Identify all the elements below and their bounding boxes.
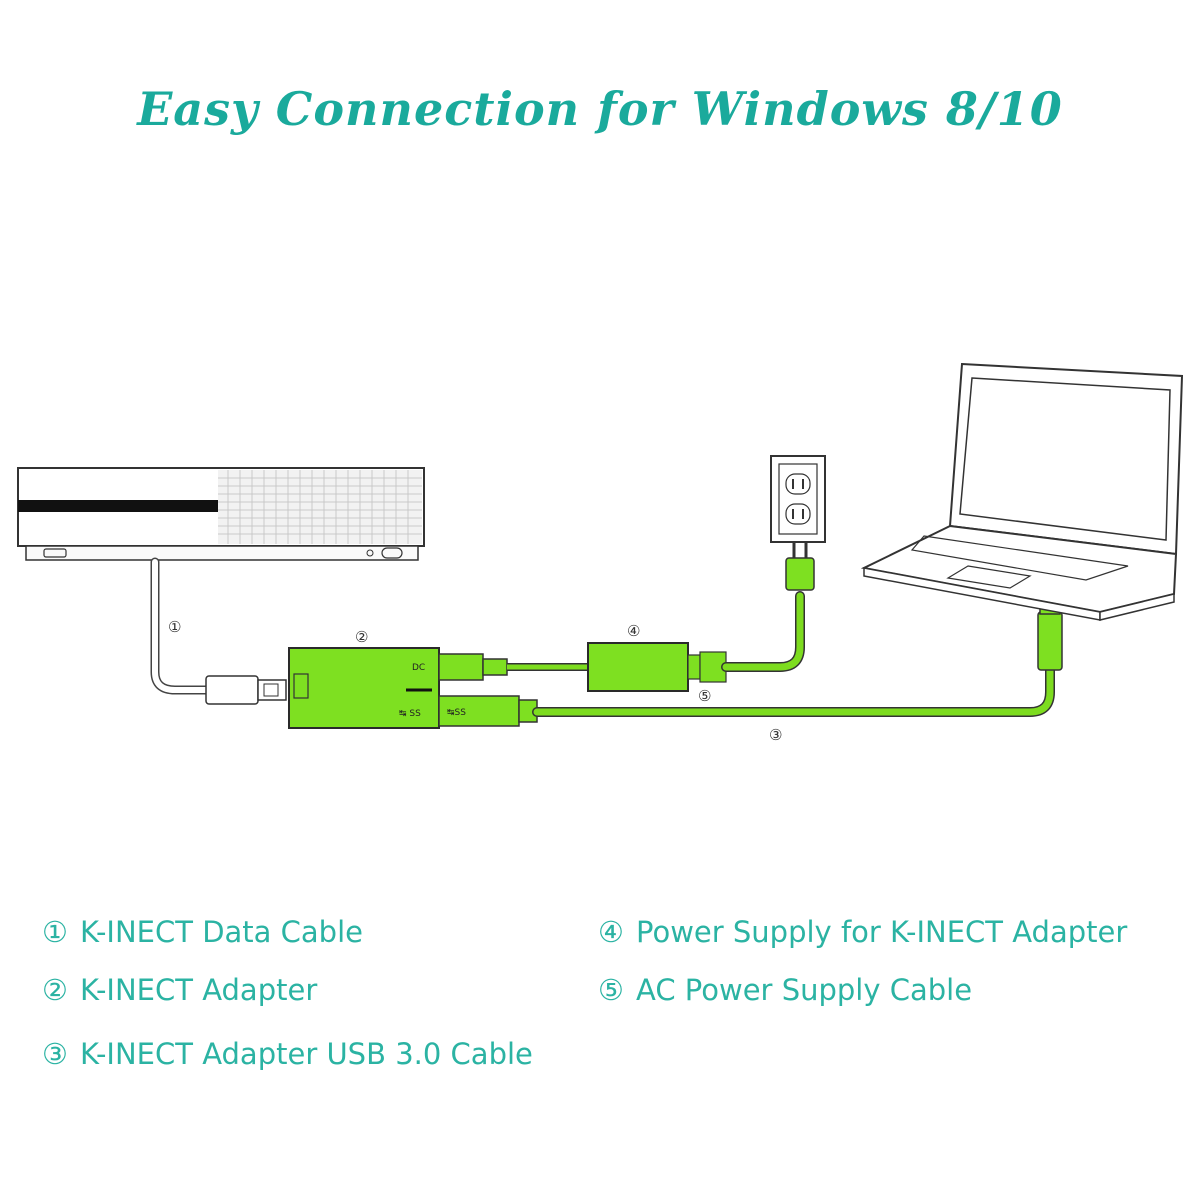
port-label-ss-right: ↹SS [447, 708, 466, 718]
marker-3: ③ [769, 726, 782, 744]
port-label-dc: DC [412, 663, 425, 673]
marker-4: ④ [627, 622, 640, 640]
legend-label: K-INECT Adapter [80, 973, 318, 1007]
legend-label: K-INECT Adapter USB 3.0 Cable [80, 1037, 533, 1071]
data-cable-connector [205, 675, 287, 705]
legend-item-4: ④ Power Supply for K-INECT Adapter [598, 915, 1127, 949]
marker-5: ⑤ [698, 687, 711, 705]
legend-item-5: ⑤ AC Power Supply Cable [598, 973, 972, 1007]
legend-num: ⑤ [598, 973, 624, 1007]
port-label-ss-left: ↹ SS [399, 709, 421, 719]
kinect-adapter: DC ↹ SS [288, 647, 440, 729]
legend-label: Power Supply for K-INECT Adapter [636, 915, 1128, 949]
wall-outlet [770, 455, 826, 543]
legend-item-2: ② K-INECT Adapter [42, 973, 317, 1007]
marker-2: ② [355, 628, 368, 646]
page-title: Easy Connection for Windows 8/10 [137, 82, 1063, 136]
power-supply [587, 642, 727, 692]
legend-num: ② [42, 973, 68, 1007]
legend-item-1: ① K-INECT Data Cable [42, 915, 363, 949]
legend-label: K-INECT Data Cable [80, 915, 363, 949]
xbox-console [17, 467, 425, 561]
marker-1: ① [168, 618, 181, 636]
legend-num: ③ [42, 1037, 68, 1071]
legend-num: ④ [598, 915, 624, 949]
legend-num: ① [42, 915, 68, 949]
legend-label: AC Power Supply Cable [636, 973, 973, 1007]
laptop [860, 362, 1184, 621]
legend-item-3: ③ K-INECT Adapter USB 3.0 Cable [42, 1037, 533, 1071]
